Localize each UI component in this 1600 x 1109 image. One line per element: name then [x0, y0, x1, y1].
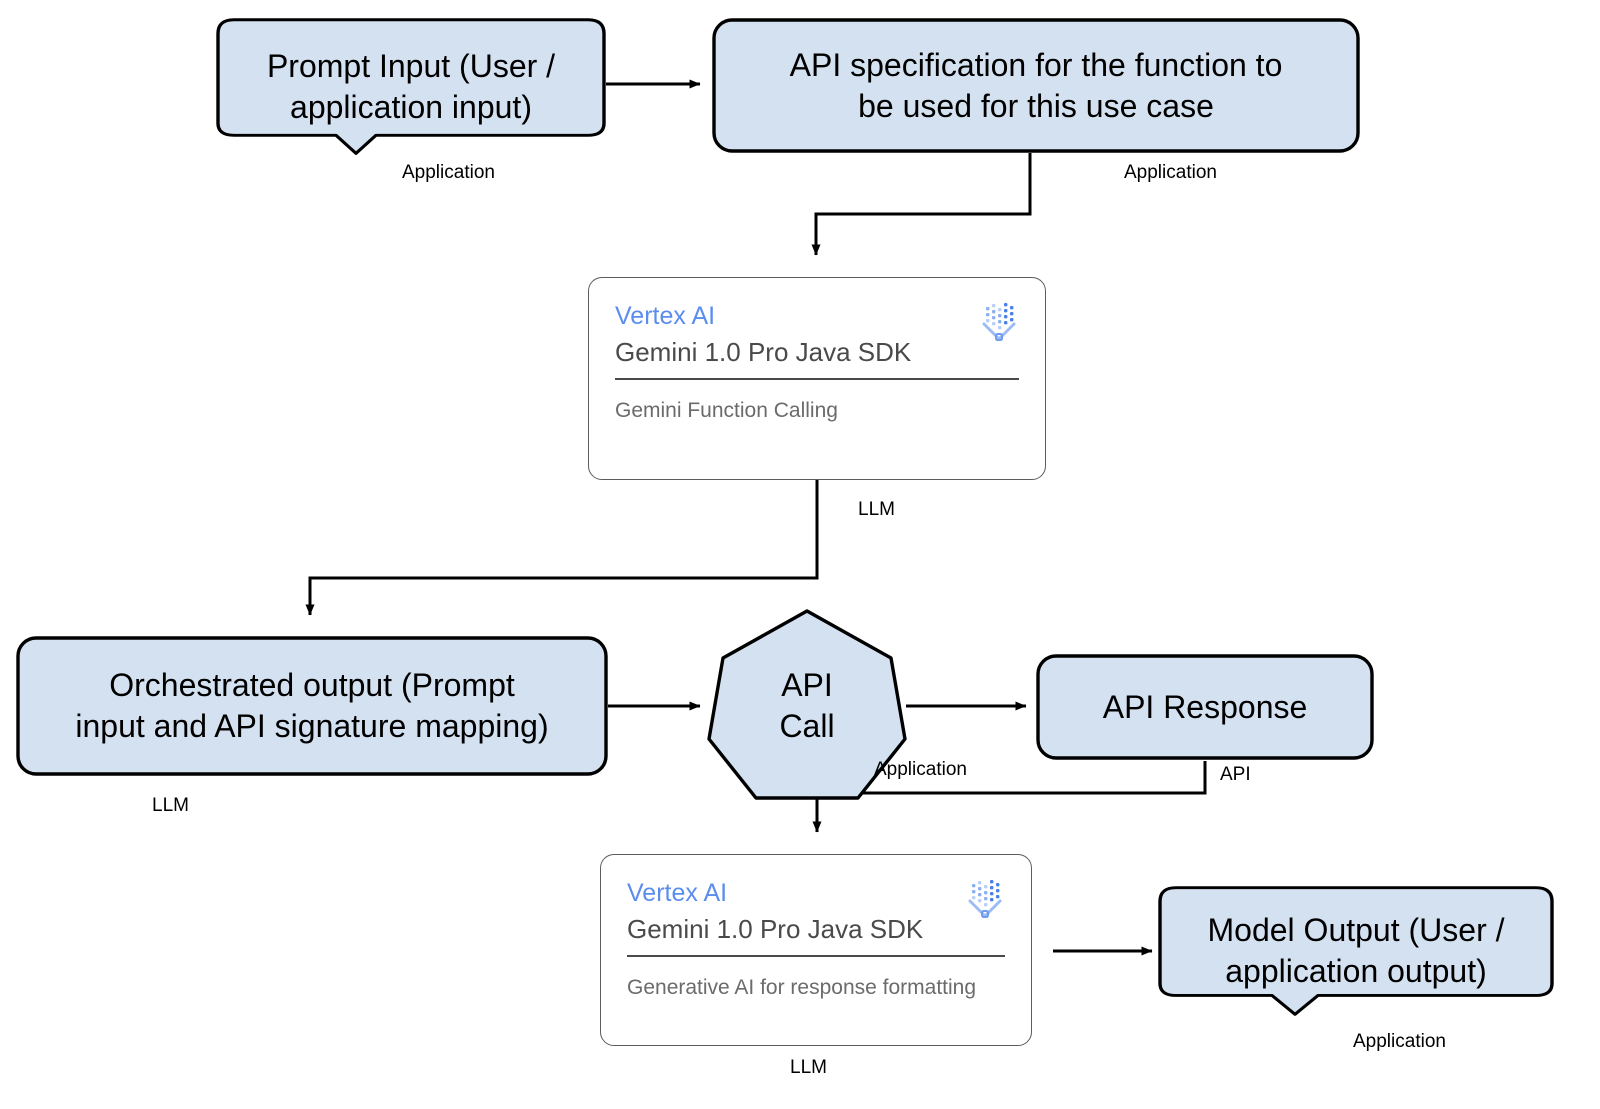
card-vertex-response-formatting-subtitle: Gemini 1.0 Pro Java SDK: [627, 913, 924, 944]
card-vertex-function-calling[interactable]: Vertex AI Gemini 1.0 Pro Java SDK: [588, 277, 1046, 480]
api-call-heptagon-shape: [707, 609, 907, 800]
caption-api-response: API: [1220, 764, 1251, 785]
card-vertex-response-formatting[interactable]: Vertex AI Gemini 1.0 Pro Java SDK: [600, 854, 1032, 1046]
api-response-box-shape: [1036, 654, 1374, 760]
caption-prompt-input: Application: [402, 162, 495, 183]
vertex-ai-logo-icon: [968, 880, 1002, 918]
card-vertex-function-calling-title: Vertex AI: [615, 302, 716, 330]
card-vertex-function-calling-subtitle: Gemini 1.0 Pro Java SDK: [615, 336, 912, 367]
card-vertex-response-formatting-description: Generative AI for response formatting: [627, 976, 977, 1000]
node-api-call-label: API Call: [779, 667, 835, 744]
node-api-response[interactable]: API Response: [1036, 654, 1374, 760]
node-api-call[interactable]: API Call: [706, 608, 908, 804]
orchestrated-output-box-shape: [16, 636, 608, 776]
caption-vertex-function-calling: LLM: [858, 499, 895, 520]
caption-orchestrated-output: LLM: [152, 795, 189, 816]
caption-api-call: Application: [874, 759, 967, 780]
node-orchestrated-output-label: Orchestrated output (Prompt input and AP…: [75, 667, 549, 744]
node-api-specification-label: API specification for the function to be…: [789, 46, 1283, 124]
node-prompt-input[interactable]: Prompt Input (User / application input): [216, 18, 606, 156]
node-model-output[interactable]: Model Output (User / application output): [1158, 886, 1554, 1016]
card-vertex-response-formatting-title: Vertex AI: [627, 879, 728, 907]
node-model-output-label: Model Output (User / application output): [1207, 912, 1505, 989]
model-output-callout-shape: [1158, 886, 1554, 1016]
connector-vertex-function-calling-to-orchestrated-output: [305, 480, 819, 616]
caption-api-specification: Application: [1124, 162, 1217, 183]
card-vertex-function-calling-description: Gemini Function Calling: [615, 399, 838, 423]
card-vertex-function-calling-divider: [615, 377, 1019, 381]
connector-api-specification-to-vertex-function-calling: [811, 153, 1032, 256]
node-api-response-label: API Response: [1102, 688, 1308, 725]
node-orchestrated-output[interactable]: Orchestrated output (Prompt input and AP…: [16, 636, 608, 776]
card-vertex-response-formatting-header: Vertex AI Gemini 1.0 Pro Java SDK: [627, 879, 1005, 945]
caption-model-output: Application: [1353, 1031, 1446, 1052]
api-specification-box-shape: [712, 18, 1360, 153]
node-prompt-input-label: Prompt Input (User / application input): [266, 48, 556, 125]
caption-vertex-response-formatting: LLM: [790, 1057, 827, 1078]
vertex-ai-logo-icon: [982, 303, 1016, 341]
prompt-input-callout-shape: [216, 18, 606, 155]
card-vertex-function-calling-header: Vertex AI Gemini 1.0 Pro Java SDK: [615, 302, 1019, 368]
card-vertex-response-formatting-divider: [627, 954, 1005, 958]
node-api-specification[interactable]: API specification for the function to be…: [712, 18, 1360, 153]
